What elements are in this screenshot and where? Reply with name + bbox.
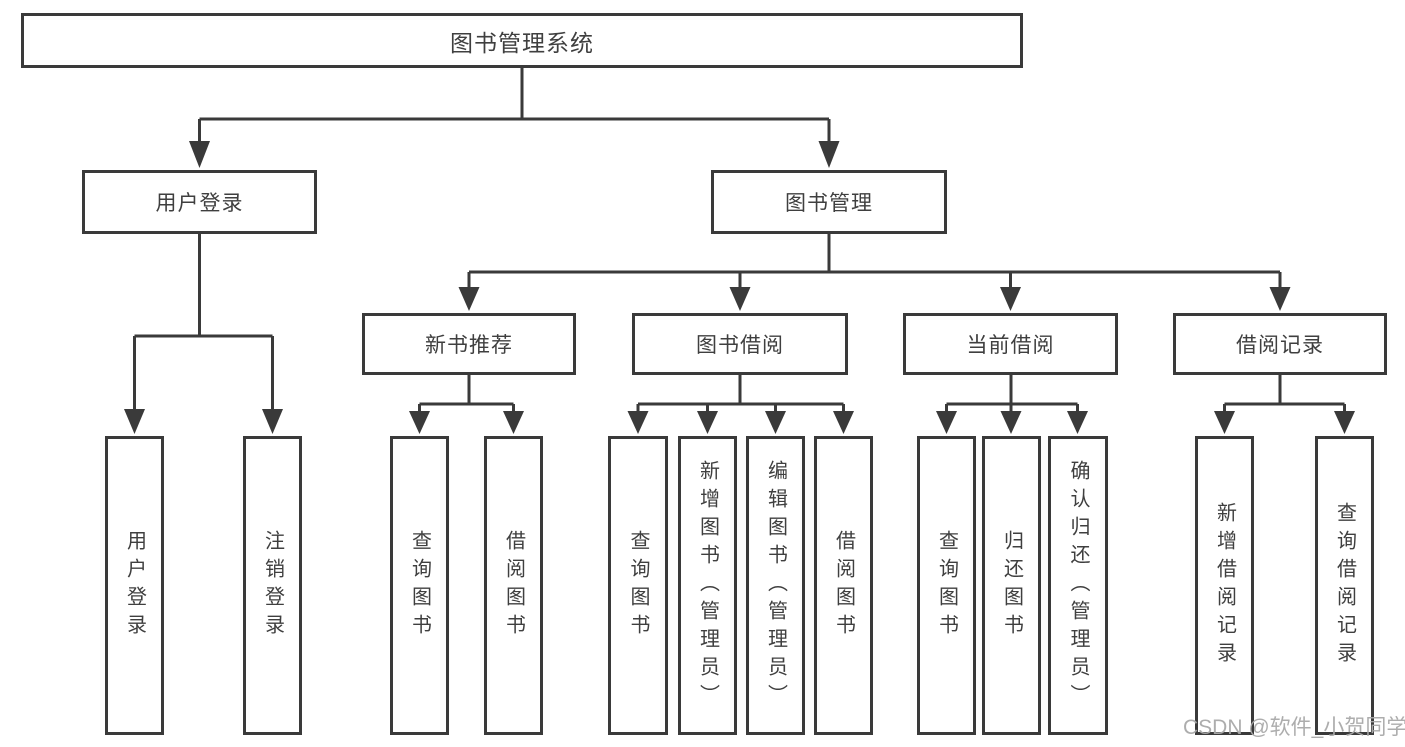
leaf-confirm-return-admin-label: 确认归还（管理员） — [1067, 459, 1089, 712]
node-book-management-label: 图书管理 — [785, 192, 873, 215]
leaf-user-login-label: 用户登录 — [123, 529, 146, 642]
leaf-return-book-label: 归还图书 — [1000, 529, 1023, 642]
leaf-query-books-1-label: 查询图书 — [408, 529, 431, 642]
node-current-borrow-label: 当前借阅 — [966, 334, 1055, 357]
node-new-book-recommend-label: 新书推荐 — [425, 334, 513, 357]
node-user-login: 用户登录 — [82, 170, 317, 234]
node-book-borrow-label: 图书借阅 — [696, 334, 784, 357]
connector-book-borrow-children — [636, 375, 845, 414]
connector-new-book-arrowheads — [409, 411, 524, 434]
leaf-query-books-3-label: 查询图书 — [935, 529, 958, 642]
node-borrow-records: 借阅记录 — [1173, 313, 1387, 375]
node-book-management: 图书管理 — [711, 170, 947, 234]
leaf-edit-book-admin-label: 编辑图书（管理员） — [764, 459, 787, 712]
connector-borrow-record-arrowheads — [1214, 411, 1355, 434]
csdn-watermark: CSDN @软件_小贺同学 — [1183, 716, 1405, 739]
leaf-borrow-books-2-label: 借阅图书 — [832, 529, 855, 642]
connector-root-to-level2 — [198, 68, 831, 144]
leaf-query-books-2: 查询图书 — [608, 436, 668, 735]
node-root-label: 图书管理系统 — [450, 29, 594, 56]
leaf-borrow-books-1-label: 借阅图书 — [502, 529, 525, 642]
leaf-return-book: 归还图书 — [982, 436, 1041, 735]
node-book-borrow: 图书借阅 — [632, 313, 848, 375]
connector-root-arrowheads — [189, 141, 840, 168]
connector-current-borrow-children — [945, 375, 1079, 414]
leaf-query-books-2-label: 查询图书 — [627, 529, 649, 642]
leaf-query-books-3: 查询图书 — [917, 436, 976, 735]
leaf-add-book-admin-label: 新增图书（管理员） — [696, 459, 719, 712]
leaf-user-login: 用户登录 — [105, 436, 164, 735]
connector-book-borrow-arrowheads — [627, 411, 854, 434]
node-current-borrow: 当前借阅 — [903, 313, 1118, 375]
leaf-query-books-1: 查询图书 — [390, 436, 449, 735]
leaf-query-borrow-record: 查询借阅记录 — [1315, 436, 1374, 735]
leaf-borrow-books-1: 借阅图书 — [484, 436, 543, 735]
leaf-add-book-admin: 新增图书（管理员） — [678, 436, 737, 735]
connector-book-management-arrowheads — [458, 287, 1291, 311]
leaf-logout-label: 注销登录 — [261, 529, 284, 642]
leaf-borrow-books-2: 借阅图书 — [814, 436, 873, 735]
connector-book-management-children — [467, 234, 1282, 290]
leaf-confirm-return-admin: 确认归还（管理员） — [1048, 436, 1108, 735]
node-root: 图书管理系统 — [21, 13, 1023, 68]
node-borrow-records-label: 借阅记录 — [1236, 334, 1324, 357]
connector-current-borrow-arrowheads — [936, 411, 1088, 434]
leaf-edit-book-admin: 编辑图书（管理员） — [746, 436, 805, 735]
leaf-add-borrow-record: 新增借阅记录 — [1195, 436, 1254, 735]
connector-user-login-children — [133, 234, 274, 412]
leaf-query-borrow-record-label: 查询借阅记录 — [1333, 501, 1356, 670]
connector-borrow-record-children — [1223, 375, 1346, 414]
connector-new-book-children — [418, 375, 515, 414]
connector-user-login-arrowheads — [124, 409, 283, 434]
node-user-login-label: 用户登录 — [155, 192, 244, 215]
leaf-logout: 注销登录 — [243, 436, 302, 735]
leaf-add-borrow-record-label: 新增借阅记录 — [1213, 501, 1236, 670]
node-new-book-recommend: 新书推荐 — [362, 313, 576, 375]
